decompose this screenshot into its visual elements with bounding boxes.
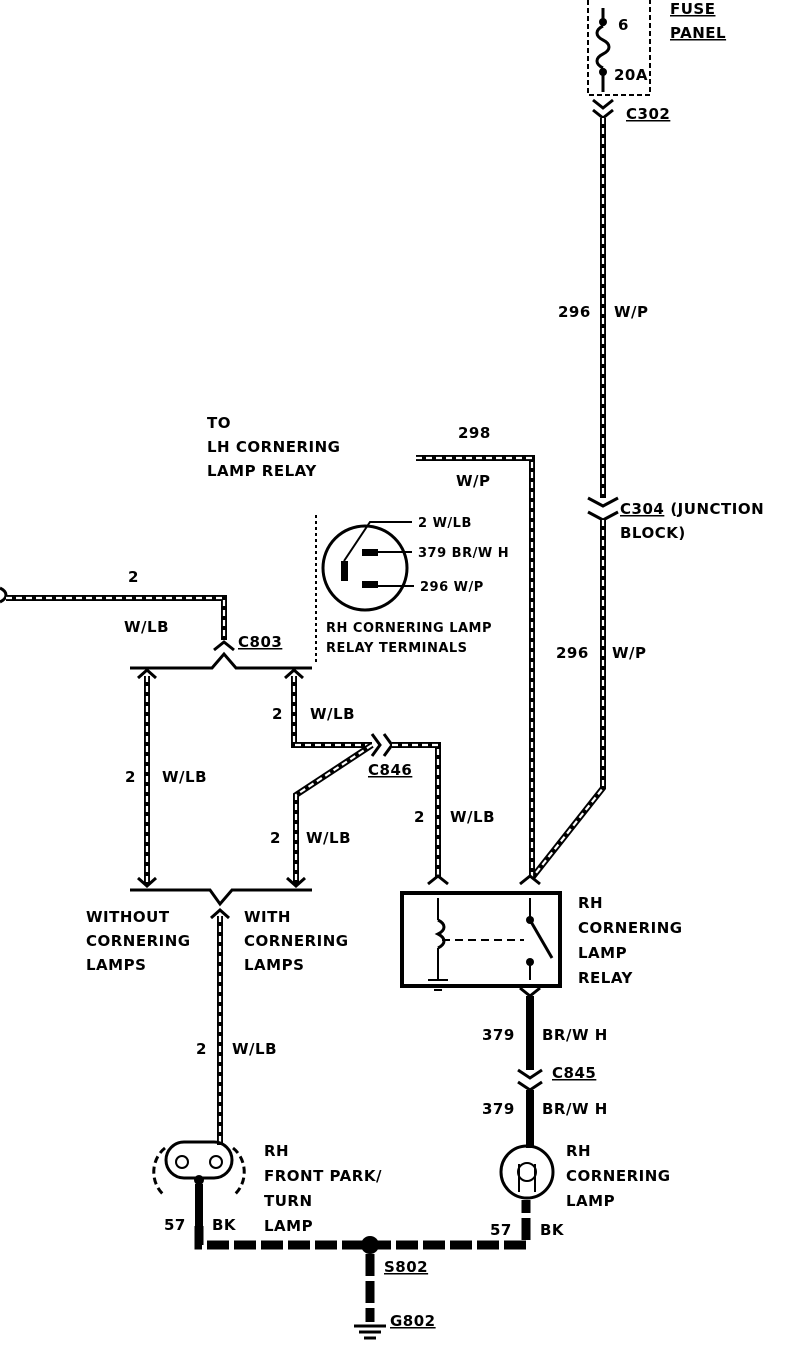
wire-2-left-in: 2 W/LB: [0, 568, 227, 640]
relay-label-4: RELAY: [578, 969, 634, 987]
connector-c304: C304 (JUNCTION BLOCK): [587, 496, 764, 542]
w296-mid-color: W/P: [612, 644, 647, 662]
splice-s802: S802: [361, 1236, 428, 1322]
wire-2-lamp: 2 W/LB: [196, 916, 277, 1145]
w2-lower-color: W/LB: [306, 829, 351, 847]
terminal-1: 2 W/LB: [418, 516, 472, 531]
to-lh-line-1: TO: [207, 414, 231, 432]
park-lamp-label-3: TURN: [264, 1192, 313, 1210]
park-lamp-label-4: LAMP: [264, 1217, 313, 1235]
wire-298: 298 W/P: [416, 424, 535, 878]
c803-label: C803: [238, 633, 282, 651]
c304-note-1: (JUNCTION: [670, 500, 764, 518]
to-lh-relay-note: TO LH CORNERING LAMP RELAY: [207, 414, 340, 480]
w379-bot-circuit: 379: [482, 1100, 515, 1118]
option-splice: WITHOUT CORNERING LAMPS WITH CORNERING L…: [86, 888, 349, 974]
c846-label: C846: [368, 761, 412, 779]
rh-front-park-turn-lamp: RH FRONT PARK/ TURN LAMP: [152, 1140, 382, 1235]
connector-c803: C803: [130, 633, 312, 670]
ground-g802: G802: [354, 1312, 436, 1340]
terminals-caption-2: RELAY TERMINALS: [326, 641, 468, 656]
cornering-lamp-label-3: LAMP: [566, 1192, 615, 1210]
wire-2-relay: 2 W/LB: [392, 742, 495, 878]
to-lh-line-2: LH CORNERING: [207, 438, 340, 456]
wire-2-lower: 2 W/LB: [270, 742, 374, 889]
w57-right-circuit: 57: [490, 1221, 512, 1239]
terminals-caption-1: RH CORNERING LAMP: [326, 621, 492, 636]
park-lamp-label-1: RH: [264, 1142, 289, 1160]
park-lamp-label-2: FRONT PARK/: [264, 1167, 382, 1185]
w2-relay-circuit: 2: [414, 808, 425, 826]
wire-296-lower: 296 W/P: [529, 520, 647, 880]
without-line-1: WITHOUT: [86, 908, 170, 926]
without-line-3: LAMPS: [86, 956, 146, 974]
fuse-rating: 20A: [614, 66, 648, 84]
fuse-panel-label-2: PANEL: [670, 24, 726, 42]
w296-top-color: W/P: [614, 303, 649, 321]
w2-lamp-circuit: 2: [196, 1040, 207, 1058]
w298-color: W/P: [456, 472, 491, 490]
w379-bot-color: BR/W H: [542, 1100, 608, 1118]
w2-bracket-circuit: 2: [125, 768, 136, 786]
wire-57-ground: 57 BK 57 BK: [164, 1184, 565, 1250]
g802-label: G802: [390, 1312, 436, 1330]
svg-text:C304(JUNCTION: C304 (JUNCTION: [620, 500, 764, 518]
c845-label: C845: [552, 1064, 596, 1082]
with-line-2: CORNERING: [244, 932, 349, 950]
wire-296-upper: 296 W/P: [558, 118, 649, 498]
w379-top-circuit: 379: [482, 1026, 515, 1044]
relay-label-2: CORNERING: [578, 919, 683, 937]
relay-label-1: RH: [578, 894, 603, 912]
w298-circuit: 298: [458, 424, 491, 442]
w2-bracket-color: W/LB: [162, 768, 207, 786]
connector-c846: C846: [368, 733, 412, 779]
rh-cornering-lamp: RH CORNERING LAMP: [499, 1142, 671, 1210]
w2-upper-circuit: 2: [272, 705, 283, 723]
w57-left-circuit: 57: [164, 1216, 186, 1234]
w2-left-circuit: 2: [128, 568, 139, 586]
w2-relay-color: W/LB: [450, 808, 495, 826]
relay-label-3: LAMP: [578, 944, 627, 962]
w2-lower-circuit: 2: [270, 829, 281, 847]
with-line-3: LAMPS: [244, 956, 304, 974]
fuse-panel: 6 20A FUSE PANEL: [587, 0, 726, 96]
rh-cornering-lamp-relay: RH CORNERING LAMP RELAY: [400, 874, 683, 998]
c304-label: C304: [620, 500, 664, 518]
w379-top-color: BR/W H: [542, 1026, 608, 1044]
to-lh-line-3: LAMP RELAY: [207, 462, 317, 480]
w2-left-color: W/LB: [124, 618, 169, 636]
terminal-2: 379 BR/W H: [418, 546, 509, 561]
c302-label: C302: [626, 105, 670, 123]
terminal-3: 296 W/P: [420, 580, 484, 595]
with-line-1: WITH: [244, 908, 291, 926]
relay-terminals-inset: 2 W/LB 379 BR/W H 296 W/P RH CORNERING L…: [315, 515, 509, 665]
connector-c302: C302: [592, 98, 670, 123]
w296-top-circuit: 296: [558, 303, 591, 321]
wire-2-upper: 2 W/LB: [272, 667, 372, 748]
without-line-2: CORNERING: [86, 932, 191, 950]
w2-upper-color: W/LB: [310, 705, 355, 723]
s802-label: S802: [384, 1258, 428, 1276]
wire-2-bracket-left: 2 W/LB: [125, 667, 207, 889]
w296-mid-circuit: 296: [556, 644, 589, 662]
fuse-number: 6: [618, 16, 629, 34]
c304-note-2: BLOCK): [620, 524, 686, 542]
wire-379-lower: 379 BR/W H: [482, 1090, 608, 1148]
w57-left-color: BK: [212, 1216, 237, 1234]
w2-lamp-color: W/LB: [232, 1040, 277, 1058]
cornering-lamp-label-1: RH: [566, 1142, 591, 1160]
w57-right-color: BK: [540, 1221, 565, 1239]
wire-379-upper: 379 BR/W H: [482, 996, 608, 1070]
cornering-lamp-label-2: CORNERING: [566, 1167, 671, 1185]
fuse-panel-label-1: FUSE: [670, 0, 715, 18]
